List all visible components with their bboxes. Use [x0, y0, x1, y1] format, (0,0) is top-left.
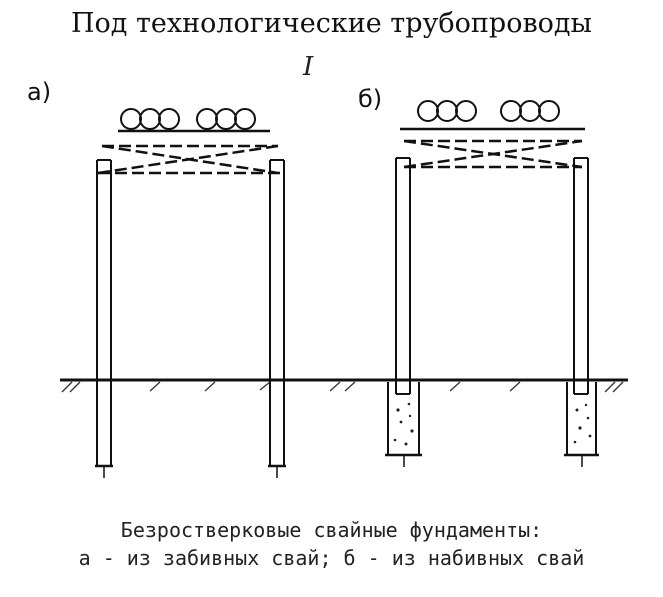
variant-a-structure [95, 108, 286, 478]
variant-a-left-pile [95, 159, 113, 478]
caption-line-2: а - из забивных свай; б - из набивных св… [78, 546, 585, 570]
variant-a-crossbeam [97, 144, 283, 175]
variant-a-pipes [120, 108, 256, 130]
variant-b-crossbeam [403, 139, 583, 169]
variant-b-right-bored-pile [564, 382, 599, 467]
variant-b-right-column [573, 157, 589, 395]
section-mark: I [303, 52, 314, 82]
variant-b-left-bored-pile [385, 382, 422, 467]
variant-a-right-pile [268, 159, 286, 478]
ground-line [60, 378, 628, 393]
variant-b-left-column [395, 157, 411, 395]
variant-b-label: б) [358, 85, 383, 113]
page-title: Под технологические трубопроводы [70, 8, 593, 39]
caption-line-1: Безростверковые свайные фундаменты: [120, 518, 543, 542]
variant-b-structure [385, 100, 599, 467]
variant-b-pipes [417, 100, 560, 122]
variant-a-label: а) [27, 78, 52, 106]
